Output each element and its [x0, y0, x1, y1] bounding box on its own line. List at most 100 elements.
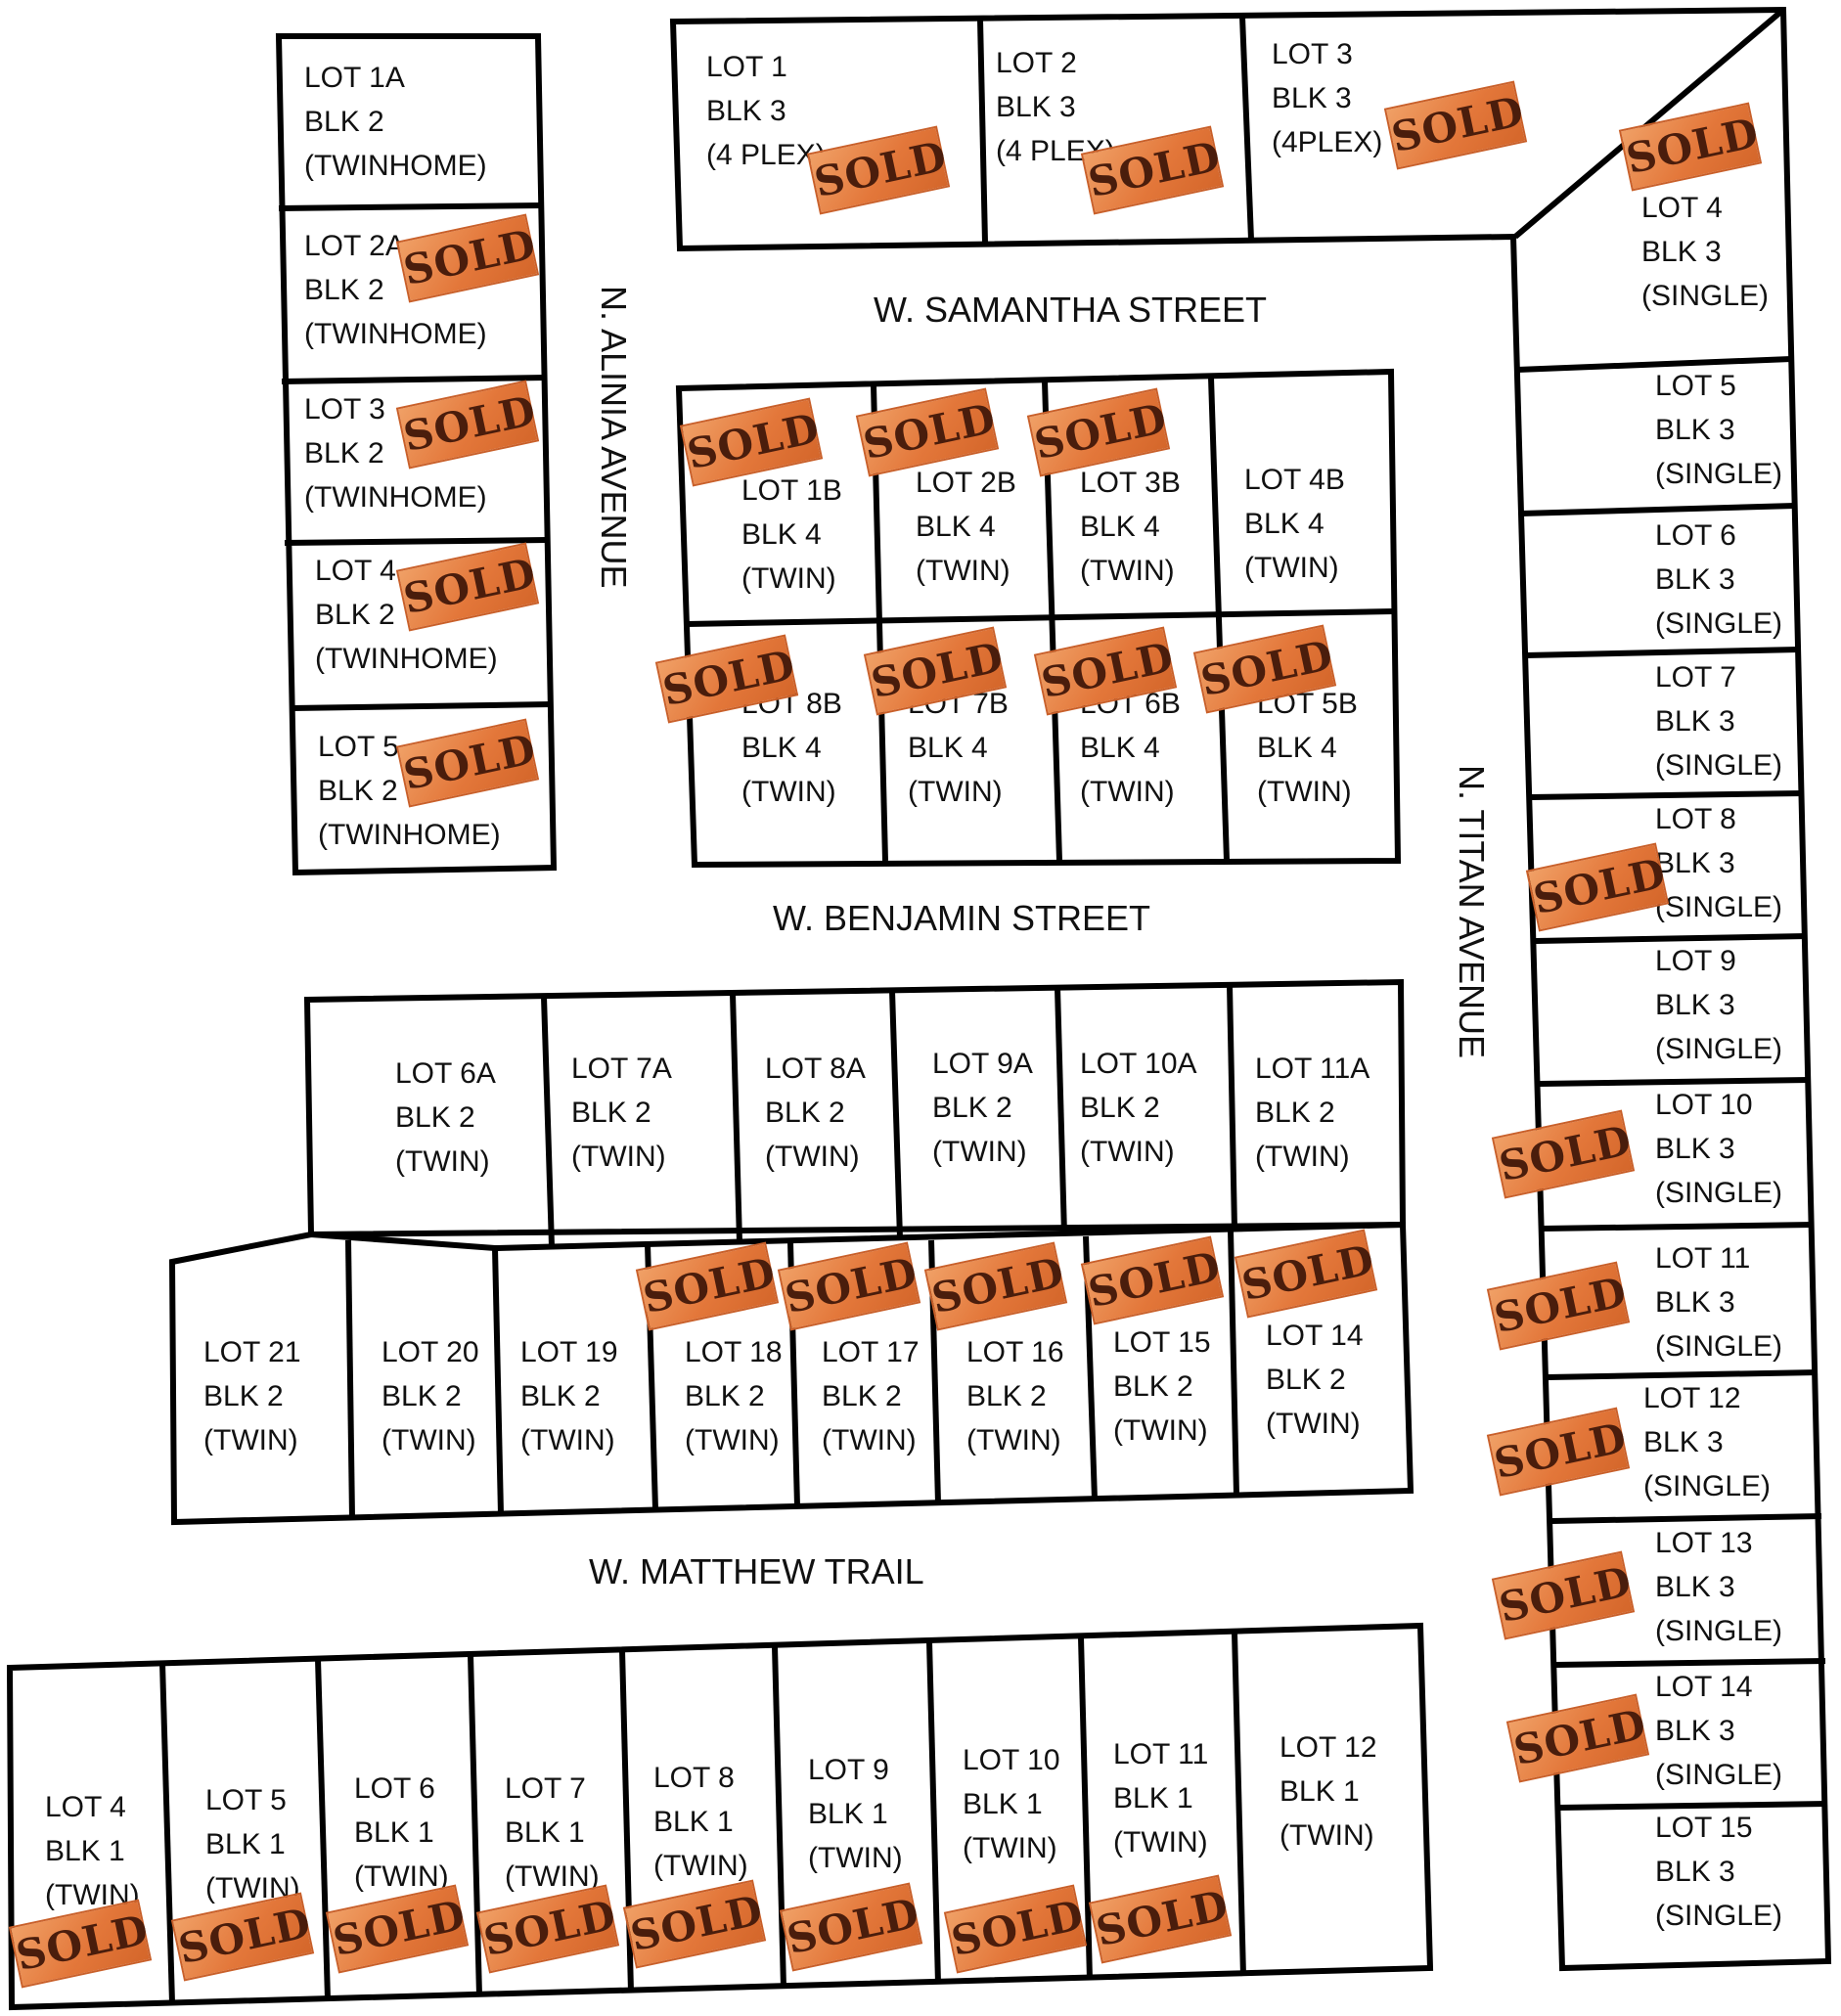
lot-blk: BLK 3: [1655, 1856, 1735, 1888]
sold-badge: SOLD: [1486, 1407, 1631, 1497]
lot-divider: [889, 990, 903, 1239]
sold-badge: SOLD: [806, 125, 951, 215]
lot-lot: LOT 10: [1655, 1089, 1753, 1121]
lot-lot: LOT 3B: [1080, 467, 1181, 499]
lot-divider: [1558, 1801, 1828, 1811]
lot-lot: LOT 15: [1113, 1326, 1211, 1359]
lot-type: (TWIN): [653, 1850, 748, 1882]
street-w-benjamin: W. BENJAMIN STREET: [773, 898, 1151, 938]
block-2-lower-outline: [168, 1221, 1414, 1526]
street-w-matthew: W. MATTHEW TRAIL: [589, 1551, 924, 1591]
lot-type: (TWIN): [808, 1842, 903, 1874]
lot-blk: BLK 3: [706, 95, 786, 127]
sold-badge: SOLD: [1505, 1693, 1650, 1783]
lot-lot: LOT 9: [808, 1754, 889, 1786]
lot-blk: BLK 4: [1257, 732, 1337, 764]
lot-lot: LOT 2A: [304, 230, 405, 262]
lot-blk: BLK 2: [1266, 1364, 1346, 1396]
lot-lot: LOT 12: [1643, 1382, 1741, 1414]
sold-badge: SOLD: [475, 1884, 620, 1974]
lot-lot: LOT 2B: [916, 467, 1016, 499]
lot-blk: BLK 2: [382, 1380, 462, 1412]
lot-lot: LOT 10: [963, 1744, 1060, 1776]
lot-divider: [492, 1247, 504, 1515]
lot-blk: BLK 3: [1655, 1286, 1735, 1319]
lot-blk: BLK 2: [304, 106, 384, 138]
lot-blk: BLK 3: [1641, 236, 1722, 268]
sold-badge: SOLD: [170, 1892, 315, 1982]
lot-blk: BLK 2: [203, 1380, 284, 1412]
lot-divider: [1228, 1230, 1239, 1496]
lot-type: (TWIN): [765, 1141, 860, 1173]
sold-badge: SOLD: [779, 1882, 923, 1972]
lot-lot: LOT 4B: [1244, 464, 1345, 496]
sold-badge: SOLD: [943, 1884, 1088, 1974]
block-2-twinhome-outline: [275, 33, 558, 876]
sold-badge: SOLD: [1525, 842, 1670, 932]
lot-divider: [315, 1658, 331, 2000]
lot-type: (TWIN): [1080, 555, 1175, 587]
lot-blk: BLK 3: [1655, 1715, 1735, 1747]
sold-badge: SOLD: [1080, 1235, 1225, 1325]
lot-divider: [159, 1662, 175, 2004]
lot-blk: BLK 4: [741, 732, 822, 764]
lot-type: (TWINHOME): [304, 150, 487, 182]
sold-badge: SOLD: [777, 1241, 921, 1331]
lot-blk: BLK 2: [315, 599, 395, 631]
lot-divider: [1550, 1513, 1822, 1524]
lot-lot: LOT 4: [315, 555, 396, 587]
lot-lot: LOT 11A: [1255, 1053, 1370, 1085]
lot-lot: LOT 7: [505, 1772, 586, 1805]
sold-badge: SOLD: [1383, 80, 1528, 170]
lot-divider: [926, 1640, 941, 1985]
lot-blk: BLK 4: [908, 732, 988, 764]
lot-blk: BLK 4: [1244, 508, 1325, 540]
lot-divider: [468, 1654, 482, 1996]
lot-type: (4PLEX): [1272, 126, 1383, 158]
lot-lot: LOT 4: [45, 1791, 126, 1823]
lot-blk: BLK 1: [653, 1806, 734, 1838]
lot-type: (SINGLE): [1655, 607, 1783, 640]
lot-lot: LOT 8: [1655, 803, 1736, 835]
lot-divider: [1520, 503, 1796, 516]
lot-lot: LOT 7A: [571, 1053, 672, 1085]
lot-type: (TWIN): [203, 1424, 298, 1456]
lot-type: (SINGLE): [1643, 1470, 1772, 1502]
lot-blk: BLK 2: [571, 1097, 651, 1129]
lot-type: (SINGLE): [1655, 1033, 1783, 1065]
lot-lot: LOT 2: [996, 47, 1077, 79]
lot-lot: LOT 6A: [395, 1057, 496, 1090]
lot-type: (TWIN): [1113, 1826, 1208, 1859]
sold-badge: SOLD: [1088, 1874, 1233, 1964]
lot-lot: LOT 17: [822, 1336, 920, 1368]
lot-divider: [1554, 1658, 1826, 1668]
lot-divider: [291, 701, 552, 711]
lot-blk: BLK 2: [318, 775, 398, 807]
lot-type: (SINGLE): [1655, 1615, 1783, 1647]
lot-type: (TWIN): [741, 776, 836, 808]
lot-lot: LOT 4: [1641, 192, 1723, 224]
